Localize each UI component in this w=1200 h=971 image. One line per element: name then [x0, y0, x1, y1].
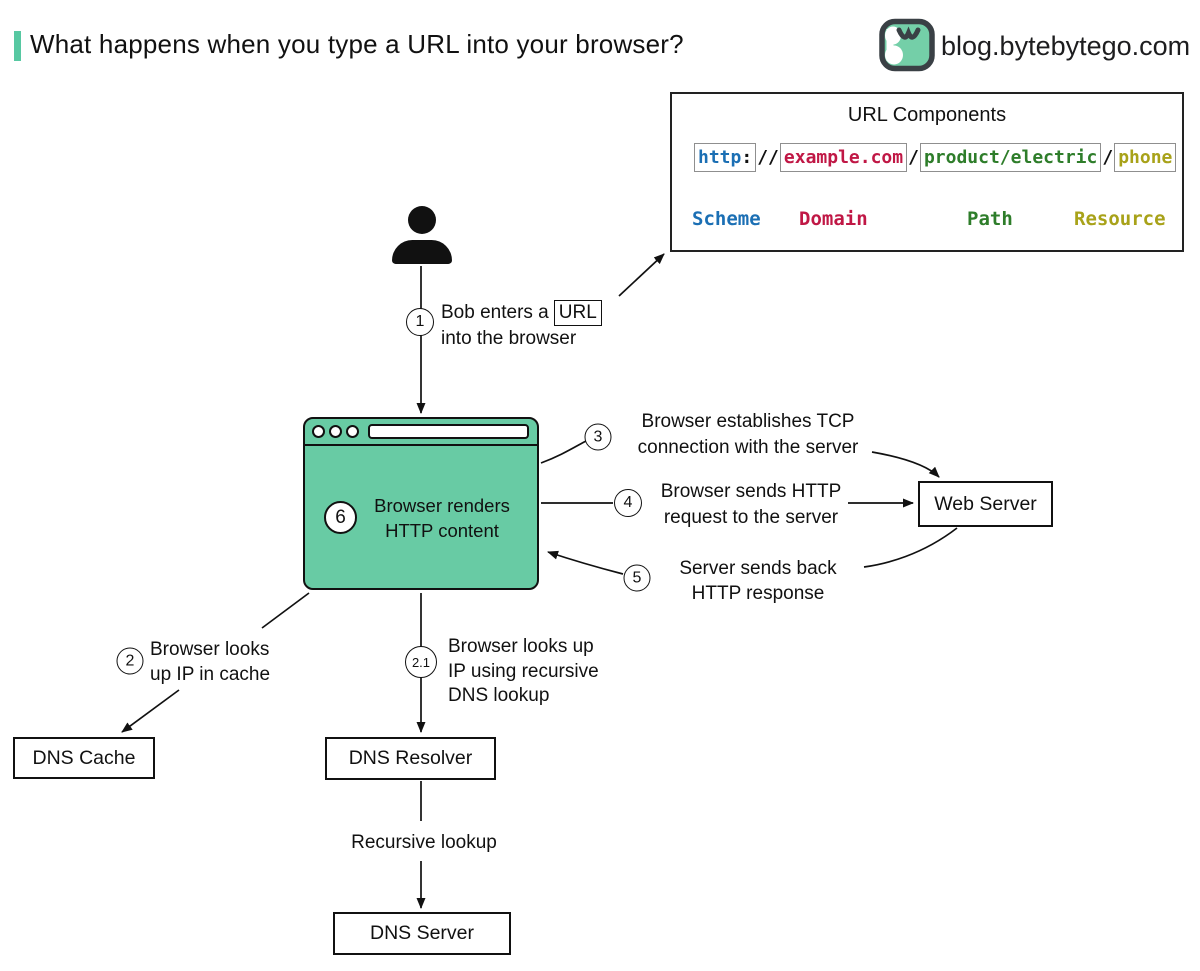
url-path-box: product/electric	[919, 143, 1102, 172]
line-browser-to-step2	[261, 592, 310, 629]
window-dot-icon	[312, 425, 325, 438]
person-head	[408, 206, 436, 234]
step-2-badge: 2	[116, 647, 144, 675]
url-slash-2: /	[1102, 147, 1114, 168]
step-2-text: Browser looks up IP in cache	[150, 639, 271, 685]
bytebytego-logo-icon	[879, 18, 935, 72]
step-3-text: Browser establishes TCP connection with …	[637, 411, 859, 458]
url-components-panel: URL Components http://example.com/produc…	[670, 92, 1184, 252]
path-label: Path	[967, 208, 1013, 230]
scheme-label: Scheme	[692, 208, 761, 230]
dns-server-node: DNS Server	[333, 912, 511, 955]
step-6-text: Browser renders HTTP content	[374, 495, 510, 541]
line-browser-to-step3	[540, 440, 587, 464]
url-chip: URL	[553, 300, 602, 326]
browser-topbar	[305, 419, 537, 446]
arrow-step5-to-browser	[547, 550, 624, 575]
step-5-badge: 5	[623, 564, 651, 592]
step-6-badge: 6	[324, 501, 357, 534]
url-domain-box: example.com	[779, 143, 908, 172]
resource-label: Resource	[1074, 208, 1166, 230]
page-title: What happens when you type a URL into yo…	[30, 29, 684, 59]
url-resource-box: phone	[1114, 143, 1177, 172]
arrow-step2-to-dnscache	[121, 689, 180, 733]
user-person-icon	[392, 206, 452, 264]
url-string: http://example.com/product/electric/phon…	[694, 143, 1177, 172]
step-2-1-text: Browser looks up IP using recursive DNS …	[448, 636, 599, 706]
domain-label: Domain	[799, 208, 868, 230]
step-5-text: Server sends back HTTP response	[679, 558, 837, 604]
dns-resolver-node: DNS Resolver	[325, 737, 496, 780]
url-scheme-box: http:	[694, 143, 757, 172]
browser-window: 6 Browser renders HTTP content	[303, 417, 539, 590]
step-2-1-badge: 2.1	[405, 646, 437, 678]
title-accent-bar	[14, 31, 21, 61]
step-3-badge: 3	[584, 423, 612, 451]
person-body	[392, 240, 452, 264]
web-server-node: Web Server	[918, 481, 1053, 527]
step-4-badge: 4	[614, 489, 642, 517]
window-dot-icon	[329, 425, 342, 438]
url-slashes: //	[757, 147, 779, 168]
url-components-title: URL Components	[847, 104, 1007, 126]
line-webserver-to-step5	[863, 527, 958, 568]
window-dot-icon	[346, 425, 359, 438]
arrow-url-to-components	[618, 253, 665, 297]
recursive-lookup-label: Recursive lookup	[351, 832, 497, 853]
url-slash-1: /	[908, 147, 919, 168]
step-4-text: Browser sends HTTP request to the server	[660, 481, 842, 528]
address-bar	[368, 424, 529, 439]
step-1-badge: 1	[406, 308, 434, 336]
dns-cache-node: DNS Cache	[13, 737, 155, 779]
brand-text: blog.bytebytego.com	[941, 31, 1191, 61]
